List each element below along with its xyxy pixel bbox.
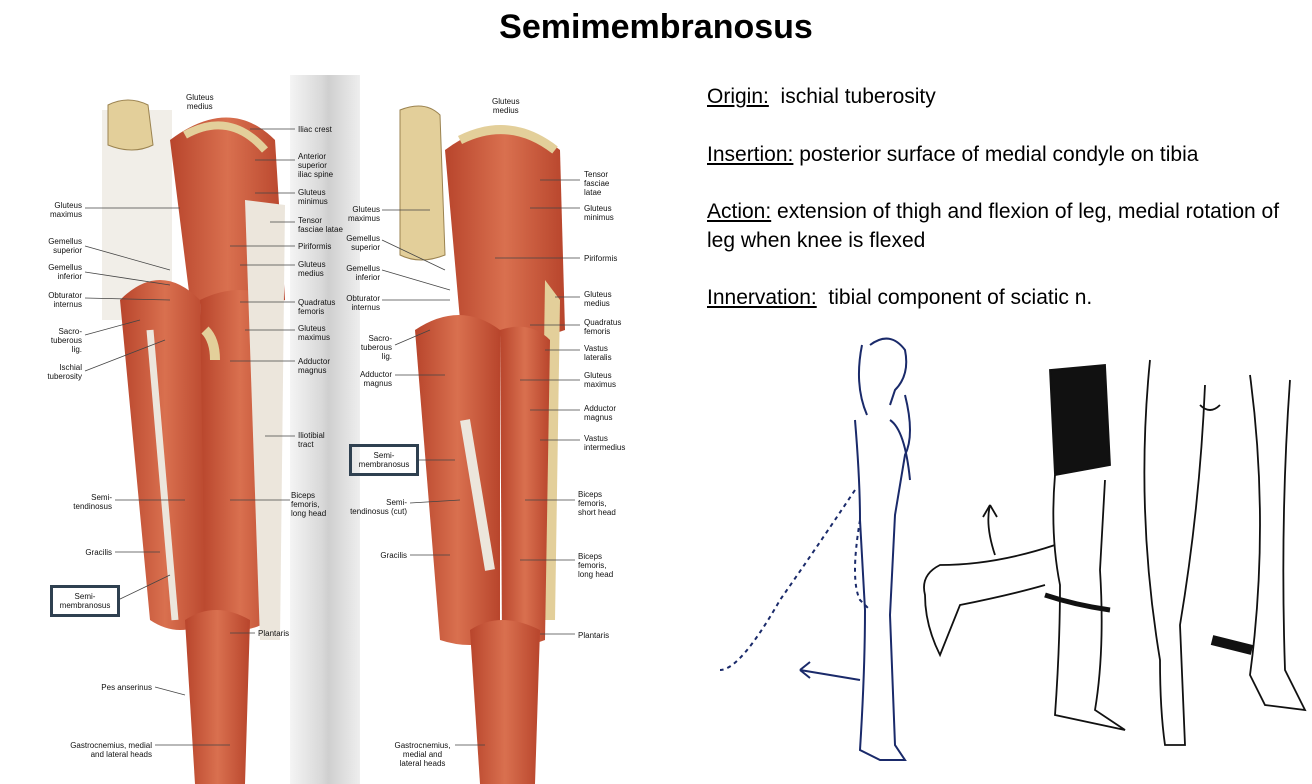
r-plantaris: Plantaris (578, 631, 610, 640)
l-iliac-crest: Iliac crest (298, 125, 332, 134)
l-semimembranosus-box: Semi- membranosus (50, 585, 120, 617)
insertion-label: Insertion: (707, 143, 794, 166)
r-tfl: Tensor fasciae latae (584, 170, 610, 197)
l-piriformis: Piriformis (298, 242, 332, 251)
r-piriformis: Piriformis (584, 254, 618, 263)
r-adductor-magnus-l: Adductor magnus (359, 370, 392, 388)
l-gluteus-maximus-l: Gluteus maximus (49, 201, 82, 219)
insertion-text: posterior surface of medial condyle on t… (799, 143, 1199, 166)
action-line: Action: extension of thigh and flexion o… (707, 197, 1297, 255)
book-spine (290, 75, 360, 784)
right-plate-drawing (399, 105, 565, 784)
action-text: extension of thigh and flexion of leg, m… (707, 200, 1280, 252)
innervation-text: tibial component of sciatic n. (828, 286, 1093, 309)
l-semitendinosus: Semi- tendinosus (73, 493, 112, 511)
r-quadratus: Quadratus femoris (584, 318, 622, 336)
r-adductor-magnus-r: Adductor magnus (584, 404, 617, 422)
r-gemellus-inf: Gemellus inferior (346, 264, 380, 282)
l-gemellus-inf: Gemellus inferior (48, 263, 82, 281)
r-biceps-short: Biceps femoris, short head (578, 490, 616, 517)
l-pes-anserinus: Pes anserinus (101, 683, 152, 692)
l-quadratus: Quadratus femoris (298, 298, 336, 316)
insertion-line: Insertion: posterior surface of medial c… (707, 140, 1297, 169)
r-gracilis: Gracilis (380, 551, 407, 560)
origin-label: Origin: (707, 85, 769, 108)
r-sacrotuberous: Sacro- tuberous lig. (360, 334, 392, 361)
origin-text: ischial tuberosity (780, 85, 936, 108)
r-obturator: Obturator internus (346, 294, 380, 312)
action-label: Action: (707, 200, 772, 223)
l-gluteus-medius: Gluteus medius (298, 260, 326, 278)
l-gracilis: Gracilis (85, 548, 112, 557)
l-plantaris: Plantaris (258, 629, 290, 638)
r-semimembranosus-box: Semi- membranosus (349, 444, 419, 476)
r-gluteus-maximus-l: Gluteus maximus (347, 205, 380, 223)
innervation-line: Innervation: tibial component of sciatic… (707, 283, 1297, 312)
l-biceps-long: Biceps femoris, long head (291, 491, 327, 518)
l-gemellus-sup: Gemellus superior (48, 237, 82, 255)
r-gluteus-maximus: Gluteus maximus (584, 371, 617, 389)
l-iliotibial: Iliotibial tract (298, 431, 325, 449)
l-asis: Anterior superior iliac spine (298, 152, 334, 179)
r-gastrocnemius: Gastrocnemius, medial and lateral heads (394, 741, 451, 768)
origin-line: Origin: ischial tuberosity (707, 82, 1297, 111)
l-ischial: Ischial tuberosity (47, 363, 82, 381)
r-vastus-lateralis: Vastus lateralis (584, 344, 612, 362)
l-tfl: Tensor fasciae latae (298, 216, 343, 234)
movement-figures (719, 337, 1307, 761)
r-biceps-long: Biceps femoris, long head (578, 552, 614, 579)
l-gluteus-maximus-r: Gluteus maximus (298, 324, 331, 342)
l-gluteus-medius-top: Gluteus medius (186, 93, 214, 111)
l-sacrotuberous: Sacro- tuberous lig. (50, 327, 82, 354)
r-gemellus-sup: Gemellus superior (346, 234, 380, 252)
r-gluteus-medius: Gluteus medius (584, 290, 612, 308)
l-gastrocnemius: Gastrocnemius, medial and lateral heads (70, 741, 152, 759)
l-adductor-magnus: Adductor magnus (298, 357, 331, 375)
r-semitendinosus-cut: Semi- tendinosus (cut) (350, 498, 407, 516)
r-gluteus-minimus: Gluteus minimus (584, 204, 614, 222)
r-gluteus-medius-top: Gluteus medius (492, 97, 520, 115)
l-gluteus-minimus: Gluteus minimus (298, 188, 328, 206)
left-plate-drawing (102, 99, 285, 784)
l-obturator: Obturator internus (48, 291, 82, 309)
r-vastus-intermedius: Vastus intermedius (584, 434, 626, 452)
innervation-label: Innervation: (707, 286, 817, 309)
page-title: Semimembranosus (499, 8, 813, 46)
